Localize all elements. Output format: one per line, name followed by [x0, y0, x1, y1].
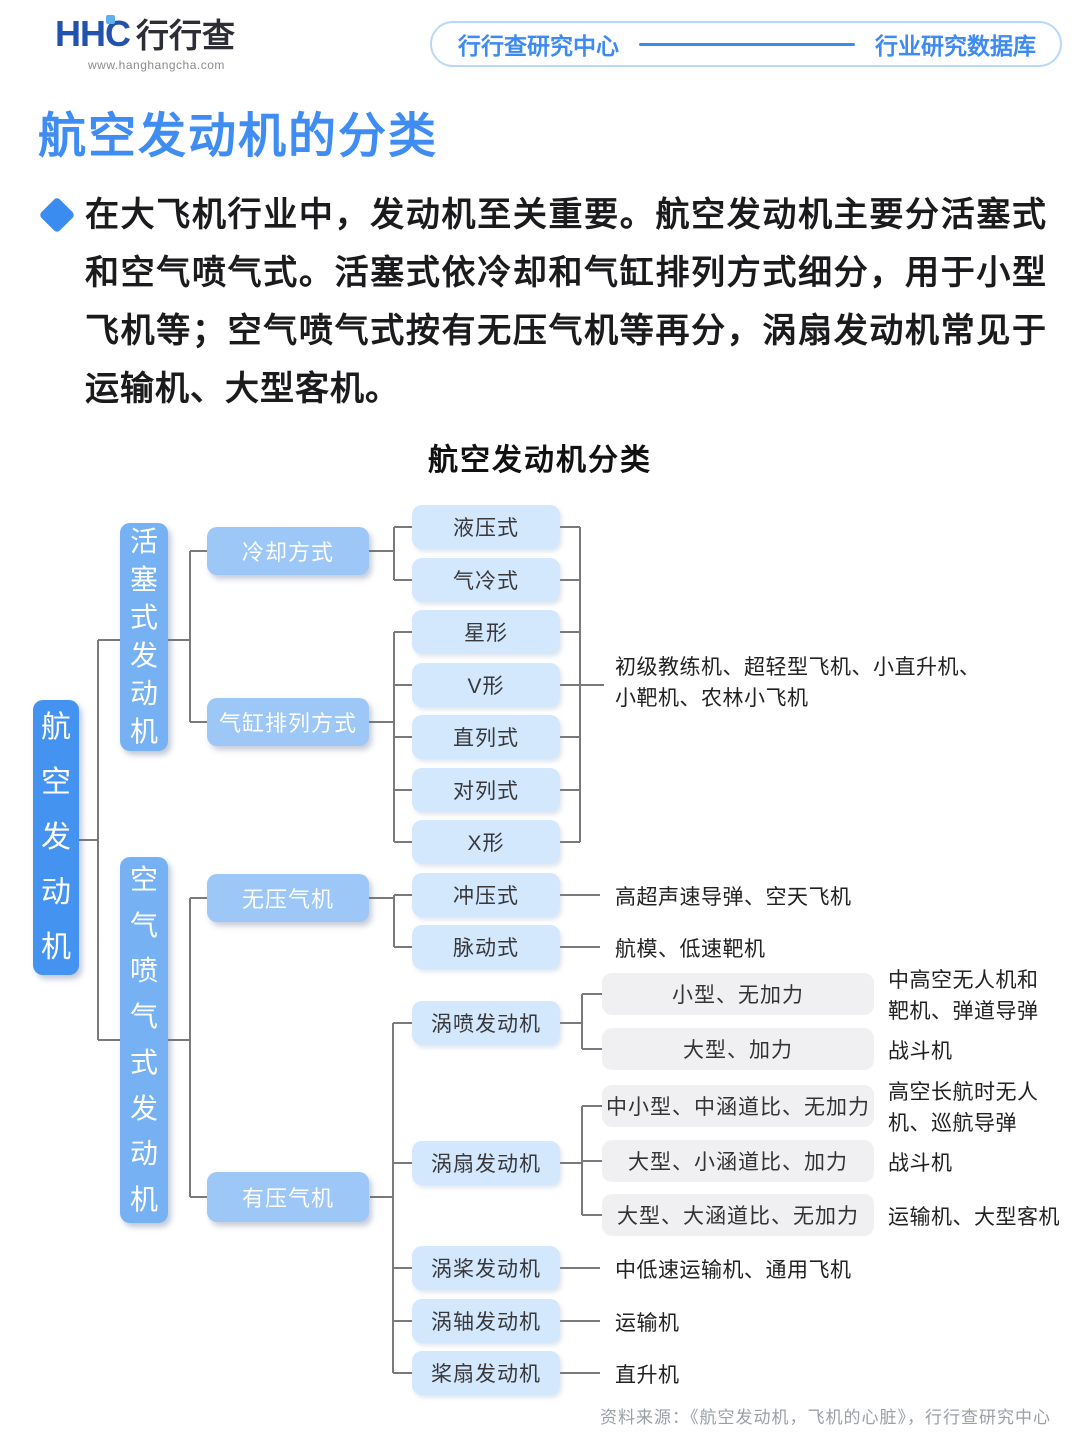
diagram-title: 航空发动机分类 — [428, 444, 652, 477]
connector-nocompressor-children — [369, 894, 412, 948]
connector-cylinder-children — [369, 631, 412, 843]
connector-root-trunk — [79, 639, 121, 1041]
connector-turbofan-variants — [558, 1105, 602, 1216]
variant-turbofan-large-small-bypass: 大型、小涵道比、加力 — [602, 1140, 874, 1182]
annotation-turboshaft-apps: 运输机 — [615, 1312, 680, 1335]
leaf-radial: 星形 — [412, 610, 560, 654]
variant-turbofan-large-big-bypass: 大型、大涵道比、无加力 — [602, 1194, 874, 1236]
annotation-turbofan-mid-apps: 高空长航时无人 机、巡航导弹 — [888, 1081, 1039, 1135]
annotation-propfan-apps: 直升机 — [615, 1364, 680, 1387]
connector-turbojet-variants — [558, 993, 602, 1050]
leaf-turbojet: 涡喷发动机 — [412, 1001, 560, 1045]
connector-piston-branch — [168, 550, 208, 723]
node-root: 航空发动机 — [33, 700, 79, 975]
connector-annotation-stubs — [560, 894, 600, 1374]
annotation-ramjet-apps: 高超声速导弹、空天飞机 — [615, 886, 852, 909]
connector-cooling-children — [369, 526, 412, 581]
leaf-inline: 直列式 — [412, 715, 560, 759]
annotation-turbojet-small-apps: 中高空无人机和 靶机、弹道导弹 — [888, 969, 1039, 1023]
leaf-x-type: X形 — [412, 820, 560, 864]
leaf-turbofan: 涡扇发动机 — [412, 1141, 560, 1185]
annotation-pulsejet-apps: 航模、低速靶机 — [615, 938, 766, 961]
leaf-opposed: 对列式 — [412, 768, 560, 812]
connector-piston-apps-bracket — [560, 526, 604, 843]
brand-logo: HHC 行行查 — [55, 13, 235, 54]
leaf-pulsejet: 脉动式 — [412, 925, 560, 969]
node-airjet-branch: 空气喷气式发动机 — [120, 857, 168, 1223]
annotation-turbofan-large-big-bypass-apps: 运输机、大型客机 — [888, 1206, 1060, 1229]
node-cylinder-layout: 气缸排列方式 — [207, 698, 369, 746]
badge-right-label: 行业研究数据库 — [875, 33, 1036, 59]
node-no-compressor: 无压气机 — [207, 874, 369, 922]
intro-paragraph: 在大飞机行业中，发动机至关重要。航空发动机主要分活塞式和空气喷气式。活塞式依冷却… — [85, 196, 1047, 408]
diamond-bullet-icon — [38, 196, 76, 234]
leaf-air-cooled: 气冷式 — [412, 558, 560, 602]
source-note: 资料来源：《航空发动机，飞机的心脏》，行行查研究中心 — [600, 1408, 1051, 1427]
brand-logo-cn: 行行查 — [136, 17, 235, 54]
annotation-turboprop-apps: 中低速运输机、通用飞机 — [615, 1259, 852, 1282]
connector-airjet-branch — [168, 897, 208, 1198]
leaf-v-type: V形 — [412, 663, 560, 707]
node-piston-branch: 活塞式发动机 — [120, 523, 168, 751]
leaf-turboshaft: 涡轴发动机 — [412, 1299, 560, 1343]
brand-logo-text: HHC — [55, 13, 131, 54]
page-title: 航空发动机的分类 — [38, 110, 439, 163]
annotation-piston-apps: 初级教练机、超轻型飞机、小直升机、 小靶机、农林小飞机 — [615, 656, 981, 710]
node-with-compressor: 有压气机 — [207, 1172, 369, 1222]
leaf-hydraulic: 液压式 — [412, 505, 560, 549]
logo-dot-icon — [106, 15, 115, 24]
brand-website: www.hanghangcha.com — [88, 58, 225, 72]
leaf-propfan: 桨扇发动机 — [412, 1351, 560, 1395]
badge-left-label: 行行查研究中心 — [458, 33, 619, 59]
leaf-turboprop: 涡桨发动机 — [412, 1246, 560, 1290]
header-badge: 行行查研究中心 行业研究数据库 — [430, 21, 1062, 67]
node-cooling-method: 冷却方式 — [207, 527, 369, 575]
annotation-turbojet-large-apps: 战斗机 — [888, 1040, 953, 1063]
badge-divider-line — [639, 42, 855, 46]
variant-turbofan-mid: 中小型、中涵道比、无加力 — [602, 1085, 874, 1127]
leaf-ramjet: 冲压式 — [412, 873, 560, 917]
variant-turbojet-large: 大型、加力 — [602, 1028, 874, 1070]
connector-withcompressor-children — [370, 1022, 412, 1374]
variant-turbojet-small: 小型、无加力 — [602, 973, 874, 1015]
annotation-turbofan-large-small-bypass-apps: 战斗机 — [888, 1152, 953, 1175]
